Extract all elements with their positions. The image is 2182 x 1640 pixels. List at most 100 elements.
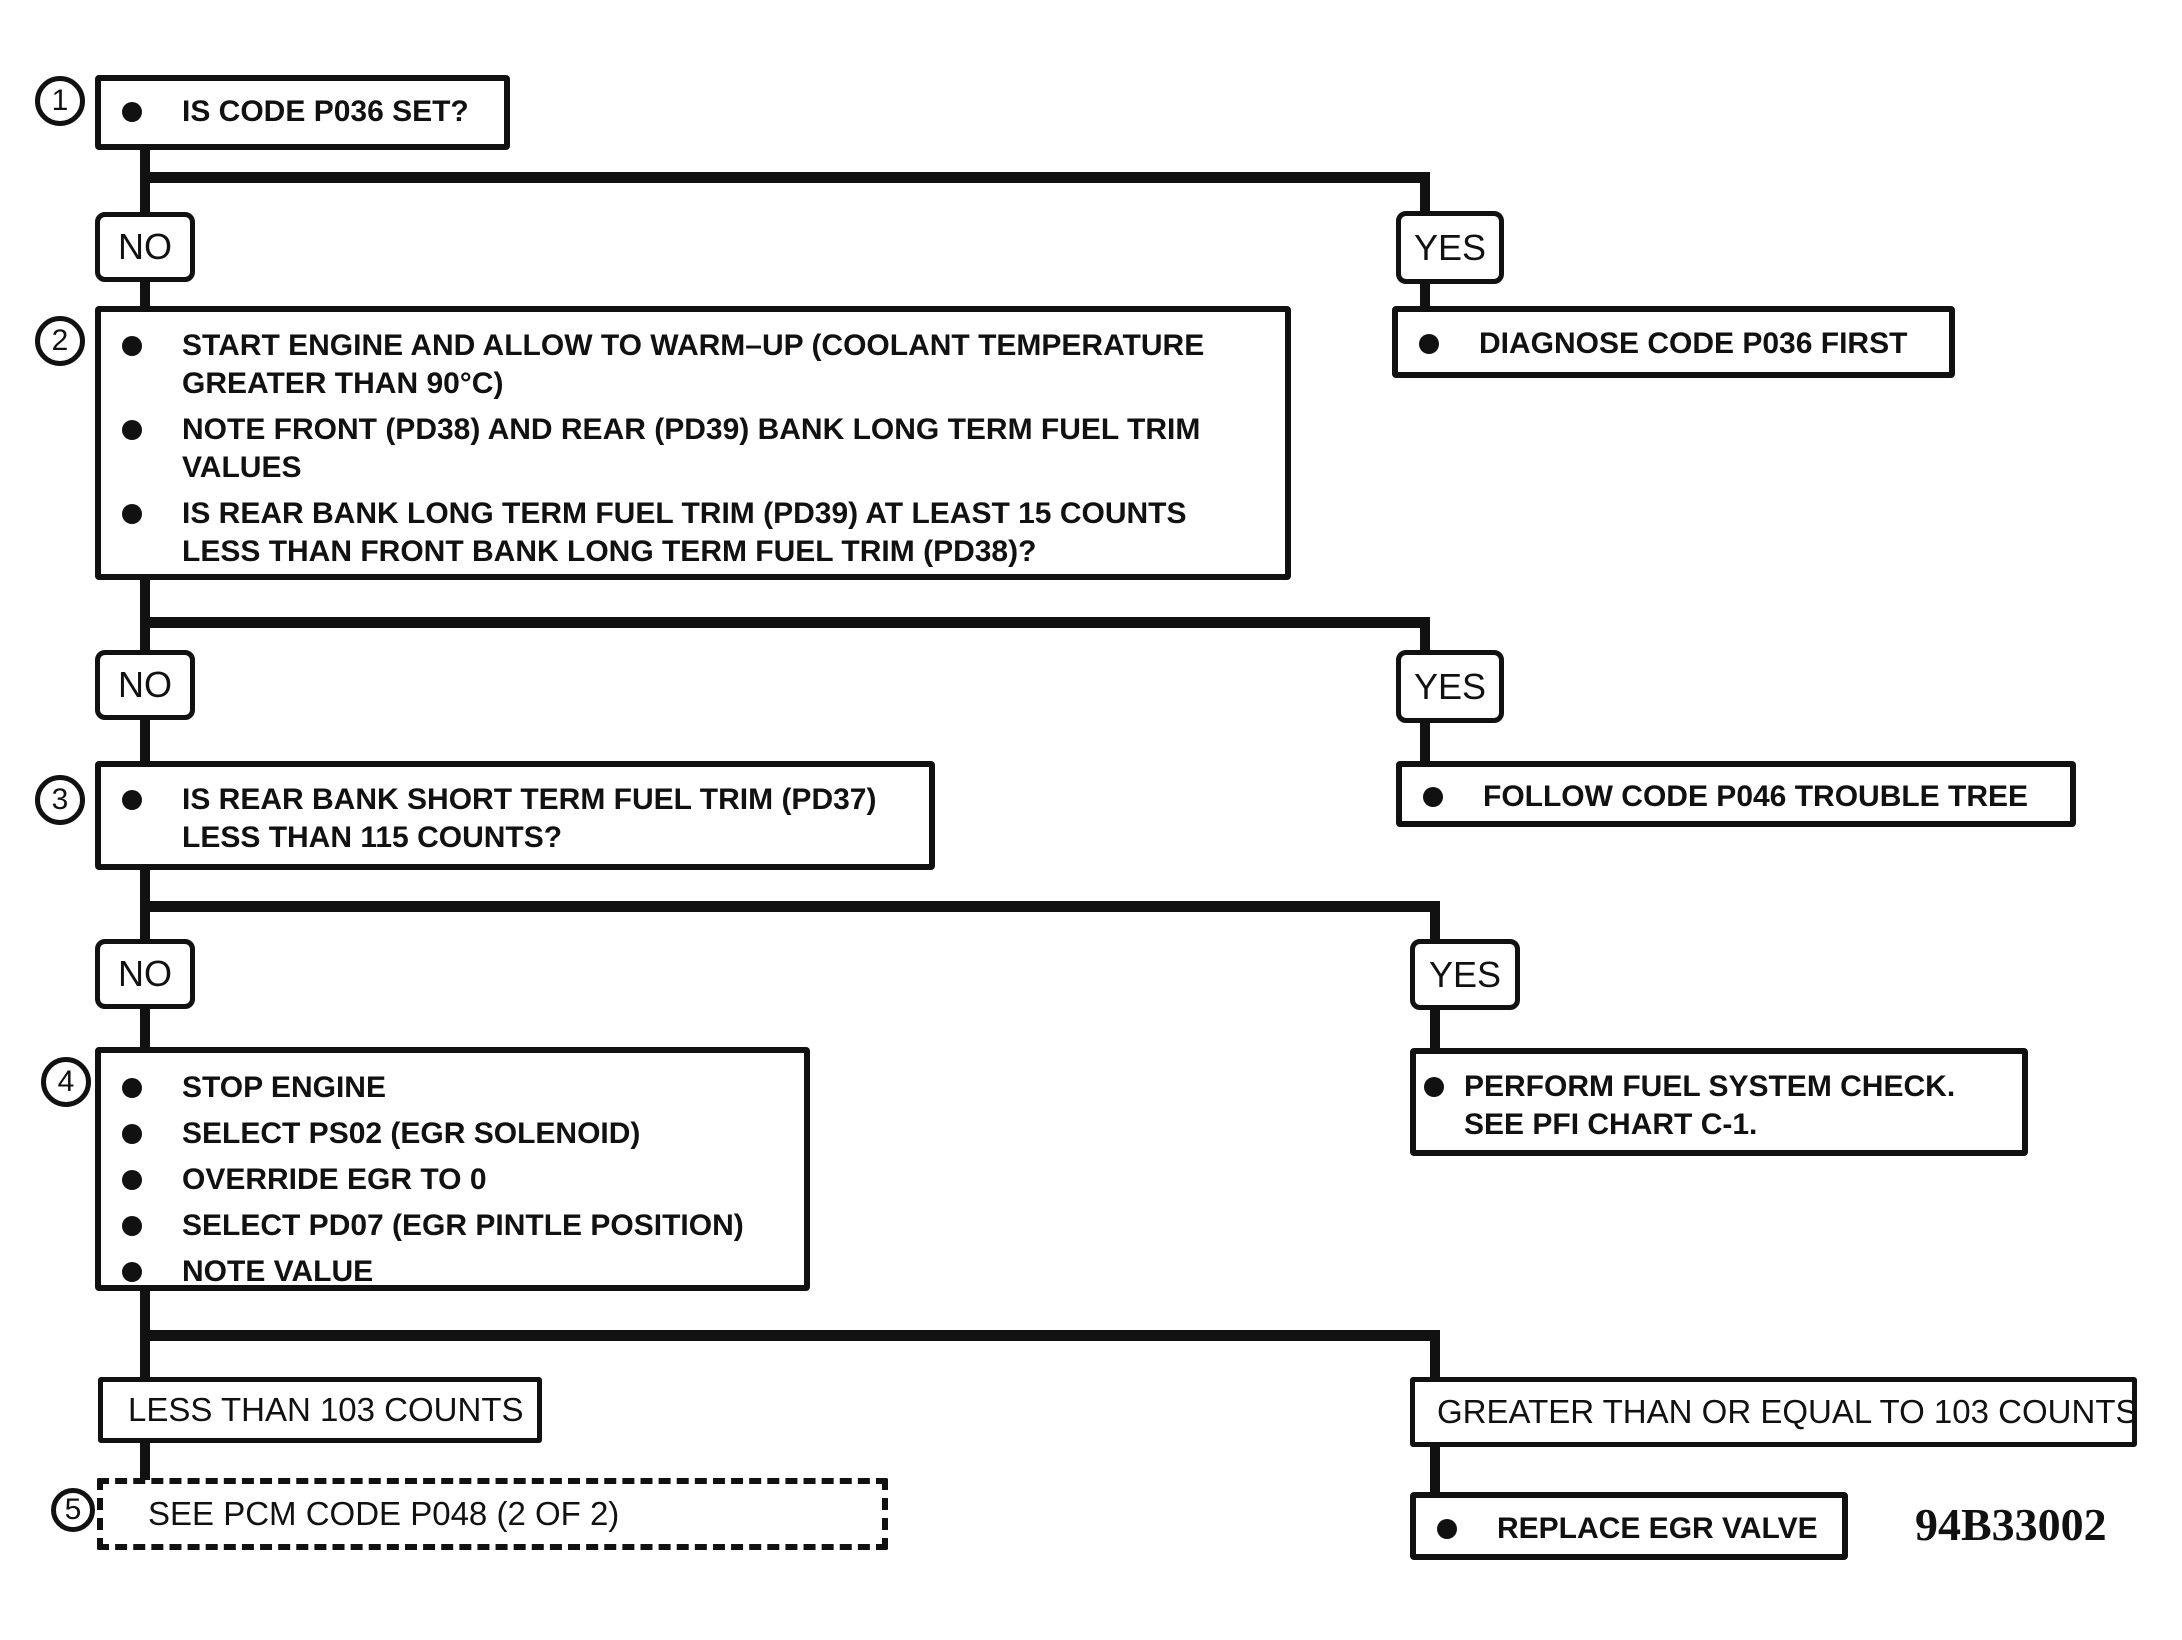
- bullet-icon: [122, 1216, 142, 1236]
- greater-text: GREATER THAN OR EQUAL TO 103 COUNTS: [1437, 1393, 2138, 1430]
- bullet-icon: [122, 1262, 142, 1282]
- bullet-icon: [122, 336, 142, 356]
- connector-lessthan-down: [140, 1439, 150, 1480]
- step5-text: SEE PCM CODE P048 (2 OF 2): [148, 1495, 620, 1532]
- result-diagnose-box: DIAGNOSE CODE P036 FIRST: [1392, 306, 1955, 378]
- step2-text: START ENGINE AND ALLOW TO WARM–UP (COOLA…: [182, 329, 1205, 362]
- connector-yes1-up: [1420, 172, 1430, 215]
- no-text: NO: [118, 953, 172, 994]
- step3-line: IS REAR BANK SHORT TERM FUEL TRIM (PD37): [101, 781, 929, 819]
- step2-question-box: START ENGINE AND ALLOW TO WARM–UP (COOLA…: [95, 306, 1291, 580]
- step5-number-badge: 5: [51, 1488, 95, 1532]
- step2-text: VALUES: [182, 451, 302, 484]
- connector-no2-down: [140, 716, 150, 765]
- connector-step1-down: [140, 146, 150, 216]
- step4-number: 4: [57, 1065, 75, 1098]
- bullet-icon: [122, 790, 142, 810]
- step4-text: STOP ENGINE: [182, 1071, 386, 1104]
- bullet-icon: [1419, 334, 1439, 354]
- connector-greater-down: [1430, 1443, 1440, 1496]
- bullet-icon: [122, 1170, 142, 1190]
- connector-yes1-down: [1420, 280, 1430, 310]
- result-perform-text: SEE PFI CHART C-1.: [1464, 1108, 1758, 1141]
- step2-text: NOTE FRONT (PD38) AND REAR (PD39) BANK L…: [182, 413, 1201, 446]
- step1-question-box: IS CODE P036 SET?: [95, 75, 510, 150]
- bullet-icon: [122, 1078, 142, 1098]
- step4-text: SELECT PS02 (EGR SOLENOID): [182, 1117, 641, 1150]
- step1-line: IS CODE P036 SET?: [101, 93, 504, 131]
- connector-yes2-up: [1420, 617, 1430, 654]
- step2-yes-label: YES: [1396, 650, 1504, 723]
- bullet-icon: [1423, 787, 1443, 807]
- step1-yes-label: YES: [1396, 211, 1504, 284]
- bullet-icon: [122, 1124, 142, 1144]
- connector-row3-horizontal: [140, 901, 1440, 912]
- connector-yes3-down: [1430, 1006, 1440, 1052]
- step2-text: GREATER THAN 90°C): [182, 367, 504, 400]
- step2-text: IS REAR BANK LONG TERM FUEL TRIM (PD39) …: [182, 497, 1187, 530]
- step4-line: NOTE VALUE: [101, 1253, 804, 1291]
- step5-see-pcm-box: SEE PCM CODE P048 (2 OF 2): [97, 1478, 888, 1550]
- step2-line: NOTE FRONT (PD38) AND REAR (PD39) BANK L…: [101, 411, 1285, 449]
- yes-text: YES: [1413, 665, 1487, 707]
- step4-lessthan-label: LESS THAN 103 COUNTS: [98, 1377, 542, 1443]
- result-perform-line: PERFORM FUEL SYSTEM CHECK.: [1416, 1068, 2022, 1106]
- yes-text: YES: [1413, 226, 1487, 268]
- result-follow-line: FOLLOW CODE P046 TROUBLE TREE: [1402, 778, 2070, 816]
- step2-text: LESS THAN FRONT BANK LONG TERM FUEL TRIM…: [182, 535, 1037, 568]
- step2-no-label: NO: [95, 650, 195, 720]
- result-replace-box: REPLACE EGR VALVE: [1410, 1492, 1848, 1560]
- connector-step4-down: [140, 1287, 150, 1381]
- connector-row1-horizontal: [140, 172, 1430, 183]
- step1-no-label: NO: [95, 212, 195, 282]
- no-text: NO: [118, 226, 172, 267]
- step2-line: GREATER THAN 90°C): [101, 365, 1285, 403]
- step2-line: LESS THAN FRONT BANK LONG TERM FUEL TRIM…: [101, 533, 1285, 571]
- step2-line: IS REAR BANK LONG TERM FUEL TRIM (PD39) …: [101, 495, 1285, 533]
- step3-text: IS REAR BANK SHORT TERM FUEL TRIM (PD37): [182, 783, 877, 816]
- step3-number: 3: [51, 783, 69, 816]
- result-replace-text: REPLACE EGR VALVE: [1497, 1512, 1818, 1545]
- result-follow-box: FOLLOW CODE P046 TROUBLE TREE: [1396, 761, 2076, 827]
- step3-question-box: IS REAR BANK SHORT TERM FUEL TRIM (PD37)…: [95, 761, 935, 870]
- step4-question-box: STOP ENGINE SELECT PS02 (EGR SOLENOID) O…: [95, 1047, 810, 1291]
- step4-line: STOP ENGINE: [101, 1069, 804, 1107]
- step4-text: OVERRIDE EGR TO 0: [182, 1163, 487, 1196]
- result-perform-box: PERFORM FUEL SYSTEM CHECK. SEE PFI CHART…: [1410, 1048, 2028, 1156]
- step4-text: SELECT PD07 (EGR PINTLE POSITION): [182, 1209, 744, 1242]
- connector-row2-horizontal: [140, 617, 1430, 628]
- step1-number-badge: 1: [35, 76, 85, 126]
- bullet-icon: [1437, 1519, 1457, 1539]
- step3-no-label: NO: [95, 939, 195, 1009]
- step4-line: OVERRIDE EGR TO 0: [101, 1161, 804, 1199]
- step3-line: LESS THAN 115 COUNTS?: [101, 819, 929, 857]
- step3-number-badge: 3: [35, 775, 85, 825]
- connector-step2-down: [140, 576, 150, 654]
- connector-greater-up: [1430, 1330, 1440, 1381]
- result-perform-line: SEE PFI CHART C-1.: [1416, 1106, 2022, 1144]
- result-follow-text: FOLLOW CODE P046 TROUBLE TREE: [1483, 780, 2029, 813]
- step2-line: START ENGINE AND ALLOW TO WARM–UP (COOLA…: [101, 327, 1285, 365]
- step2-number-badge: 2: [35, 316, 85, 366]
- figure-code: 94B33002: [1915, 1499, 2107, 1550]
- bullet-icon: [122, 420, 142, 440]
- step2-line: VALUES: [101, 449, 1285, 487]
- connector-row4-horizontal: [140, 1330, 1440, 1341]
- yes-text: YES: [1428, 953, 1502, 995]
- step4-line: SELECT PS02 (EGR SOLENOID): [101, 1115, 804, 1153]
- no-text: NO: [118, 664, 172, 705]
- connector-no3-down: [140, 1005, 150, 1051]
- step4-number-badge: 4: [41, 1057, 91, 1107]
- result-diagnose-line: DIAGNOSE CODE P036 FIRST: [1398, 325, 1949, 363]
- connector-yes2-down: [1420, 719, 1430, 765]
- step5-number: 5: [64, 1493, 82, 1526]
- connector-step3-down: [140, 866, 150, 943]
- bullet-icon: [122, 102, 142, 122]
- connector-yes3-up: [1430, 901, 1440, 943]
- bullet-icon: [1424, 1077, 1444, 1097]
- result-diagnose-text: DIAGNOSE CODE P036 FIRST: [1479, 327, 1908, 360]
- result-perform-text: PERFORM FUEL SYSTEM CHECK.: [1464, 1070, 1956, 1103]
- bullet-icon: [122, 504, 142, 524]
- step3-text: LESS THAN 115 COUNTS?: [182, 821, 563, 854]
